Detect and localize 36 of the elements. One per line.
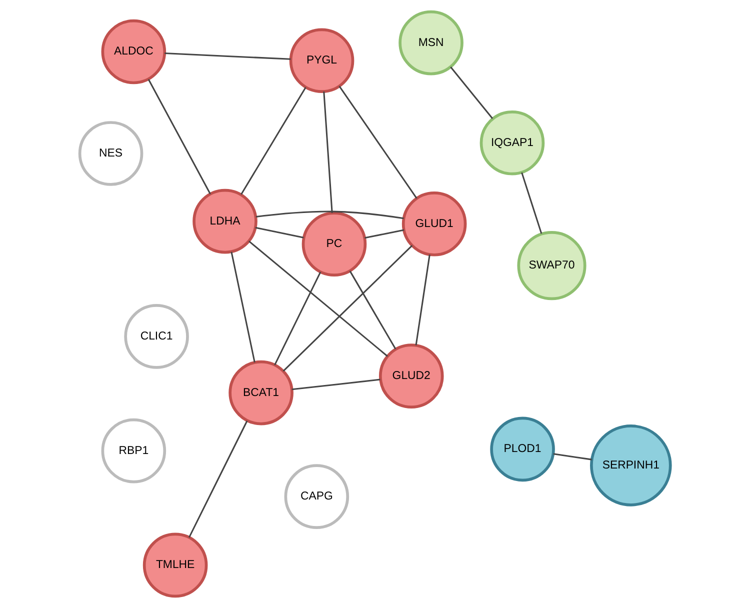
node-circle: CLIC1	[124, 304, 189, 369]
connector	[338, 86, 418, 199]
connector	[349, 270, 396, 350]
connector	[255, 226, 304, 238]
node-circle: LDHA	[192, 188, 258, 254]
connector	[521, 172, 542, 234]
connector	[230, 252, 256, 363]
connector	[450, 66, 494, 120]
node-circle: MSN	[398, 10, 464, 76]
connector	[248, 240, 388, 357]
node-circle: CAPG	[284, 464, 350, 529]
connector	[188, 420, 248, 538]
node-circle: SERPINH1	[590, 424, 672, 506]
connector	[282, 245, 413, 372]
connector	[240, 86, 306, 195]
node-circle: PC	[302, 212, 367, 276]
connector	[292, 378, 380, 390]
node-circle: NES	[78, 121, 144, 186]
connector	[148, 79, 211, 194]
connector	[364, 229, 404, 239]
node-circle: PYGL	[289, 28, 354, 94]
node-circle: GLUD2	[378, 344, 444, 408]
connector	[415, 254, 430, 346]
connector	[256, 210, 404, 220]
node-circle: SWAP70	[517, 231, 586, 300]
node-circle: TMLHE	[142, 532, 208, 598]
node-circle: RBP1	[101, 418, 166, 484]
connector	[274, 272, 322, 366]
node-circle: ALDOC	[101, 19, 166, 84]
connector	[164, 52, 291, 60]
connector	[553, 453, 592, 460]
node-circle: GLUD1	[402, 191, 467, 256]
node-circle: BCAT1	[228, 360, 294, 426]
node-circle: IQGAP1	[480, 110, 545, 176]
connector	[323, 92, 333, 213]
node-circle: PLOD1	[490, 416, 555, 482]
